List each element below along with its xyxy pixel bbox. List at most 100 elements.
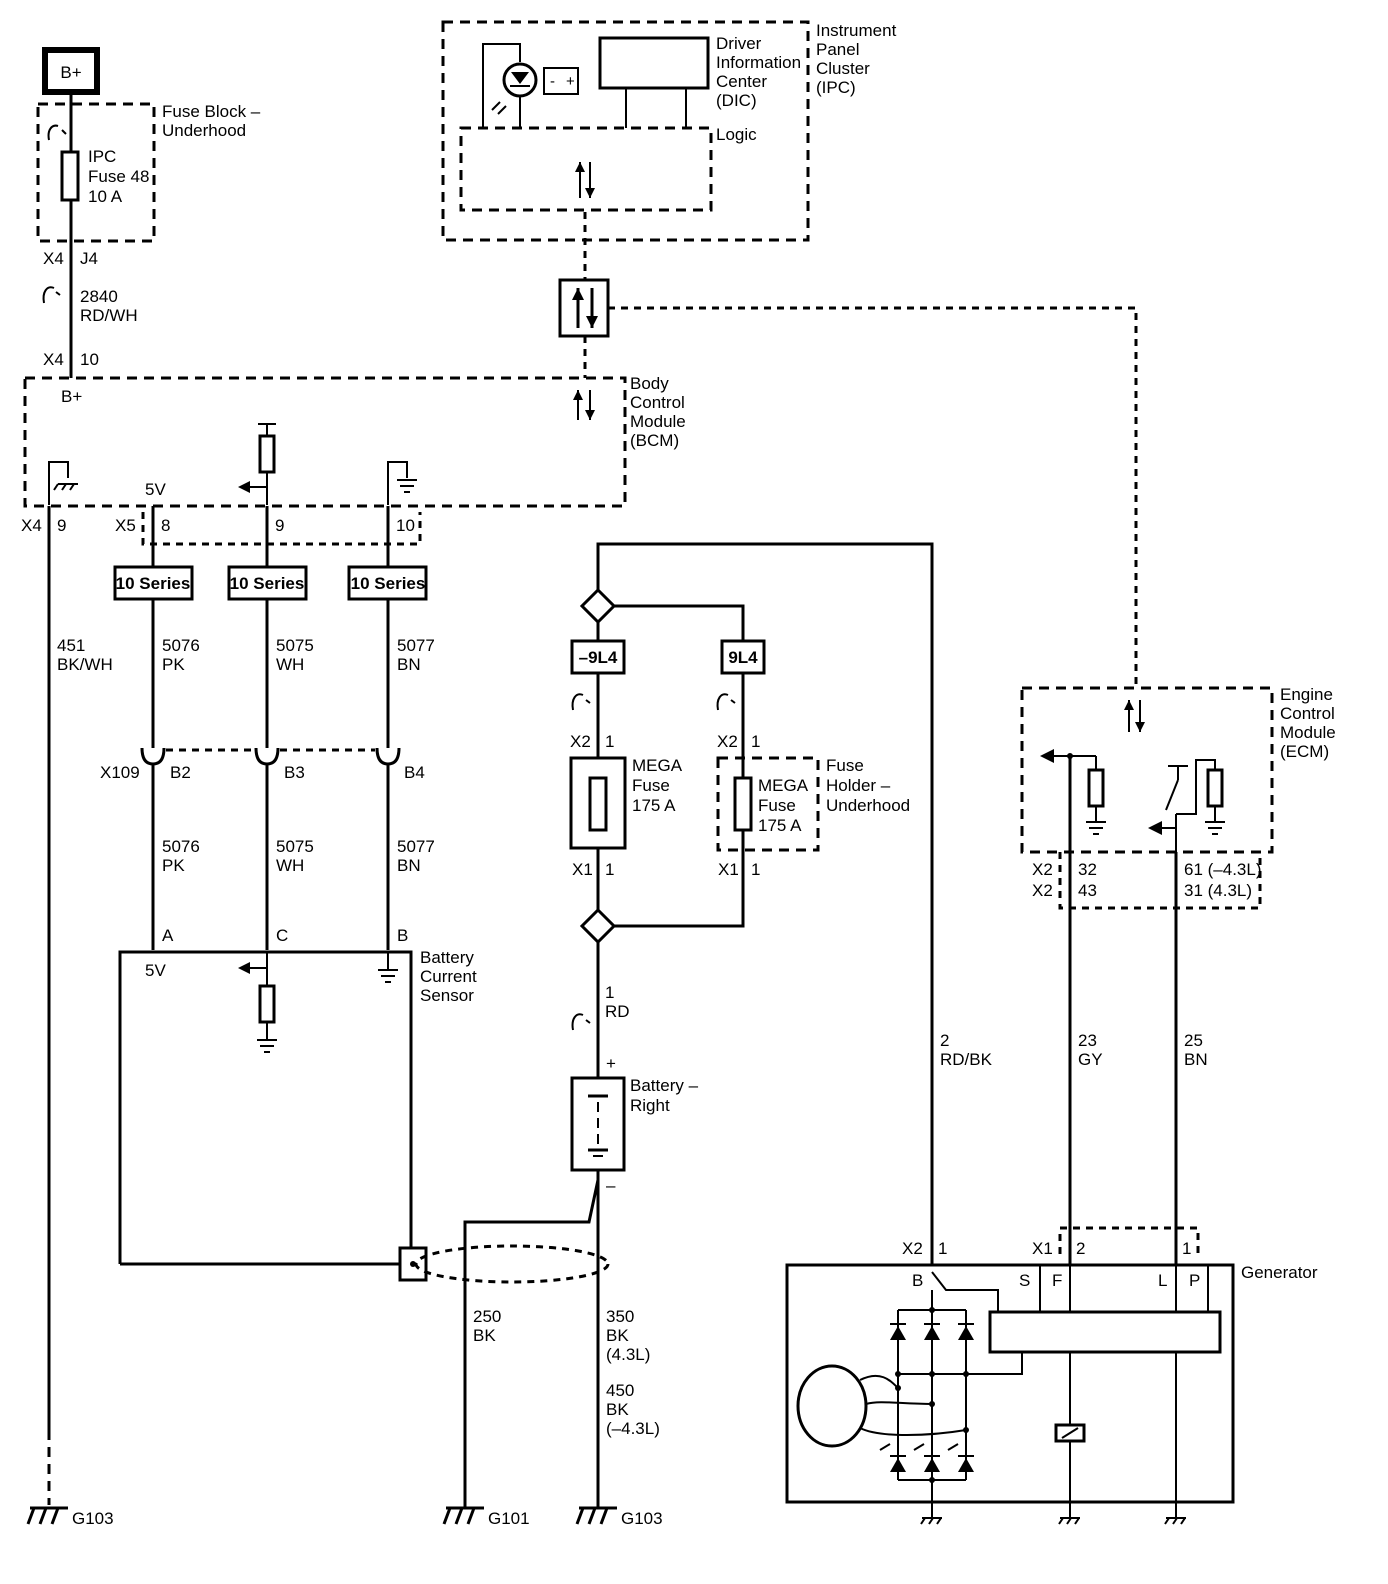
x4-10-pin: 10 — [80, 350, 99, 369]
wire-23-label: 23 GY — [1078, 1031, 1103, 1069]
fuse-holder-label: Fuse Holder – Underhood — [826, 756, 910, 815]
bplus-source: B+ — [42, 47, 100, 95]
gen-terminal-b: B — [912, 1271, 923, 1290]
generator-case-grounds — [920, 1505, 1186, 1525]
x5-pin-10: 10 — [396, 516, 415, 535]
gen-x1-pin-2: 2 — [1076, 1239, 1085, 1258]
ecm-pin-32: 32 — [1078, 860, 1097, 879]
ground-g101: G101 — [442, 1506, 530, 1528]
x5-connector: X5 — [115, 516, 136, 535]
bplus-box-label: B+ — [60, 63, 81, 82]
gen-terminal-l: L — [1158, 1271, 1167, 1290]
ground-g103-left: G103 — [26, 1506, 114, 1528]
g103-right-label: G103 — [621, 1509, 663, 1528]
g101-label: G101 — [488, 1509, 530, 1528]
gen-x1-pin-1: 1 — [1182, 1239, 1191, 1258]
gen-terminal-f: F — [1052, 1271, 1062, 1290]
wire-5075-label-bottom: 5075 WH — [276, 837, 319, 875]
gen-x2-connector: X2 — [902, 1239, 923, 1258]
gen-terminal-p: P — [1189, 1271, 1200, 1290]
body-control-module: Body Control Module (BCM) B+ 5V — [23, 374, 691, 508]
series-box-1: 10 Series — [116, 574, 191, 593]
gen-terminal-s: S — [1019, 1271, 1030, 1290]
svg-text:Battery – Right: Battery – Right — [630, 1076, 703, 1115]
x109-connector: X109 B2 B3 B4 — [100, 747, 425, 782]
x109-pin-b3: B3 — [284, 763, 305, 782]
sensor-pin-c: C — [276, 926, 288, 945]
ground-g103-right: G103 — [575, 1506, 663, 1528]
gen-x1-connector: X1 — [1032, 1239, 1053, 1258]
battery-minus: – — [606, 1176, 616, 1195]
bcm-bplus-label: B+ — [61, 387, 82, 406]
x2-left-connector: X2 — [570, 732, 591, 751]
ecm-x2-b: X2 — [1032, 881, 1053, 900]
engine-control-module: Engine Control Module (ECM) — [1020, 685, 1341, 854]
sensor-5v-label: 5V — [145, 961, 166, 980]
x2-right-connector: X2 — [717, 732, 738, 751]
sensor-pin-a: A — [162, 926, 174, 945]
svg-text:-: - — [550, 73, 555, 90]
series-box-3: 10 Series — [351, 574, 426, 593]
ecm-x2-a: X2 — [1032, 860, 1053, 879]
wire-350-label: 350 BK (4.3L) — [606, 1307, 650, 1364]
generator-label: Generator — [1241, 1263, 1318, 1282]
ecm-pin-43: 43 — [1078, 881, 1097, 900]
fuse-block-underhood: Fuse Block – Underhood IPC Fuse 48 10 A — [36, 102, 265, 243]
battery-right: Battery – Right — [570, 1076, 703, 1172]
wire-5077-label-top: 5077 BN — [397, 636, 440, 674]
x4-9-pin: 9 — [57, 516, 66, 535]
battery-current-sensor: Battery Current Sensor 5V — [118, 948, 481, 1282]
x1-right-connector: X1 — [718, 860, 739, 879]
x1-right-pin: 1 — [751, 860, 760, 879]
gen-x2-pin: 1 — [938, 1239, 947, 1258]
wire-5075-label-top: 5075 WH — [276, 636, 319, 674]
connector-minus-9l4: –9L4 — [570, 639, 626, 675]
wire-5076-label-bottom: 5076 PK — [162, 837, 205, 875]
x1-left-pin: 1 — [605, 860, 614, 879]
x109-label: X109 — [100, 763, 140, 782]
instrument-panel-cluster: Instrument Panel Cluster (IPC) - + Drive… — [441, 20, 901, 242]
ipc-label: Instrument Panel Cluster (IPC) — [816, 21, 901, 97]
wire-2-label: 2 RD/BK — [940, 1031, 993, 1069]
x1-left-connector: X1 — [572, 860, 593, 879]
serial-data-gateway-icon — [558, 278, 610, 338]
fuse-block-label: Fuse Block – Underhood — [162, 102, 265, 140]
wire-5077-label-bottom: 5077 BN — [397, 837, 440, 875]
x4-9-connector: X4 — [21, 516, 42, 535]
series-box-2: 10 Series — [230, 574, 305, 593]
x2-right-pin: 1 — [751, 732, 760, 751]
svg-text:MEGA Fuse 175 A: MEGA Fuse 175 A — [632, 756, 686, 815]
x2-left-pin: 1 — [605, 732, 614, 751]
mega-fuse-left: MEGA Fuse 175 A — [569, 756, 686, 850]
x4-j4-connector: X4 — [43, 249, 64, 268]
wire-2840-label: 2840 RD/WH — [80, 287, 138, 325]
x4-10-connector: X4 — [43, 350, 64, 369]
ecm-pin-61: 61 (–4.3L) — [1184, 860, 1262, 879]
mega-fuse-right: MEGA Fuse 175 A — [758, 776, 812, 835]
bcm-label: Body Control Module (BCM) — [630, 374, 691, 450]
x109-pin-b2: B2 — [170, 763, 191, 782]
x5-pin-8: 8 — [161, 516, 170, 535]
wire-250-label: 250 BK — [473, 1307, 506, 1345]
ecm-pin-31: 31 (4.3L) — [1184, 881, 1252, 900]
generator: Generator B S F L P — [785, 1263, 1318, 1505]
svg-text:9L4: 9L4 — [728, 648, 758, 667]
sensor-pin-b: B — [397, 926, 408, 945]
ipc-fuse-label: IPC Fuse 48 10 A — [88, 147, 154, 206]
ten-series-boxes: 10 Series 10 Series 10 Series — [113, 565, 428, 601]
ecm-label: Engine Control Module (ECM) — [1280, 685, 1341, 761]
j4-pin: J4 — [80, 249, 98, 268]
dic-label: Driver Information Center (DIC) — [716, 34, 806, 110]
x109-pin-b4: B4 — [404, 763, 425, 782]
svg-text:+: + — [566, 73, 575, 90]
x5-pin-9: 9 — [275, 516, 284, 535]
bcm-5v-label: 5V — [145, 480, 166, 499]
wire-450-label: 450 BK (–4.3L) — [606, 1381, 660, 1438]
battery-current-sensor-label: Battery Current Sensor — [420, 948, 481, 1005]
wire-451-label: 451 BK/WH — [57, 636, 113, 674]
battery-plus: + — [606, 1054, 616, 1073]
wire-1-label: 1 RD — [605, 983, 630, 1021]
connector-9l4: 9L4 — [720, 639, 766, 675]
logic-label: Logic — [716, 125, 757, 144]
